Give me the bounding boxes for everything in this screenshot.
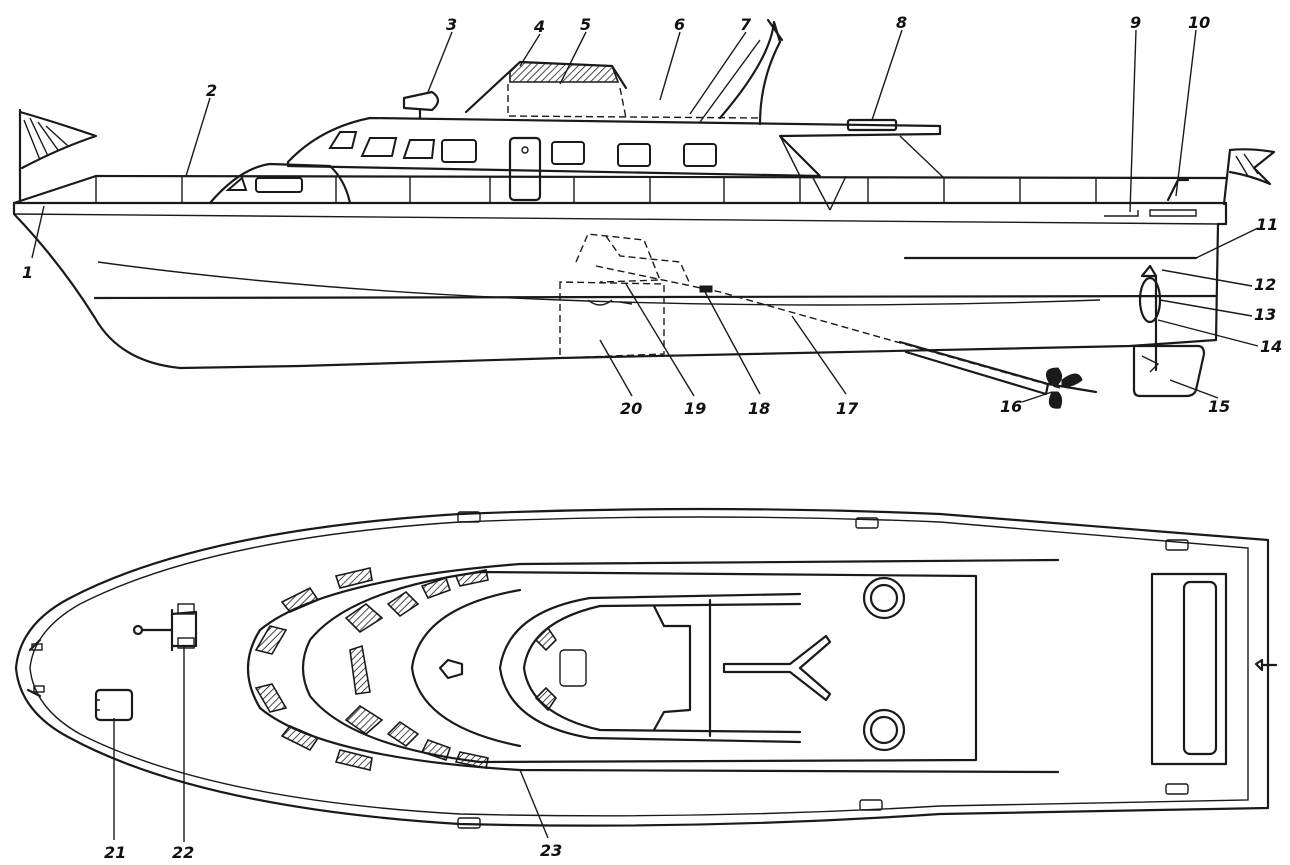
plan-mast [722, 634, 832, 702]
callout-8: 8 [896, 13, 907, 32]
sheer-line [13, 213, 1219, 225]
fore-cabin [208, 162, 352, 205]
cabin-door [508, 136, 542, 202]
radar-mast [718, 20, 782, 126]
callout-7: 7 [740, 15, 752, 34]
rudder [1132, 264, 1206, 398]
spray-line [97, 261, 1101, 306]
chine-line [93, 294, 1218, 300]
vents [862, 576, 906, 752]
callout-16: 16 [1000, 397, 1022, 416]
callout-23: 23 [540, 841, 562, 860]
leader-lines [31, 29, 1259, 842]
engine-dashed [559, 233, 691, 359]
callout-4: 4 [533, 17, 545, 36]
callout-3: 3 [446, 15, 457, 34]
callout-1: 1 [22, 263, 33, 282]
callout-15: 15 [1208, 397, 1230, 416]
stern-flag [1222, 148, 1276, 206]
callout-5: 5 [580, 15, 591, 34]
side-view [12, 18, 1276, 409]
callout-17: 17 [836, 399, 859, 418]
callout-12: 12 [1254, 275, 1276, 294]
callout-13: 13 [1254, 305, 1276, 324]
bow-flag [18, 108, 98, 202]
plan-windows [254, 567, 558, 771]
callout-2: 2 [206, 81, 217, 100]
callout-14: 14 [1260, 337, 1282, 356]
cabin-windows [328, 131, 717, 167]
callout-20: 20 [620, 399, 642, 418]
plan-deck-edge [29, 516, 1249, 817]
forward-hatch [94, 688, 134, 722]
callout-11: 11 [1256, 215, 1278, 234]
aft-hatch [1150, 572, 1228, 766]
propeller-shaft [595, 265, 1098, 409]
plan-hull [14, 507, 1270, 827]
hull-outline [12, 201, 1228, 370]
top-view [14, 507, 1278, 829]
callout-19: 19 [684, 399, 706, 418]
callout-18: 18 [748, 399, 770, 418]
searchlight [402, 90, 440, 120]
callout-6: 6 [674, 15, 685, 34]
cleats [457, 511, 1189, 829]
callout-22: 22 [172, 843, 194, 862]
deck-railing [94, 174, 1228, 203]
anchor-windlass [132, 603, 198, 652]
callout-9: 9 [1130, 13, 1141, 32]
callout-10: 10 [1188, 13, 1210, 32]
callout-labels: 1 2 3 4 5 6 7 8 9 10 11 12 13 14 15 16 1… [22, 13, 1282, 862]
callout-21: 21 [104, 843, 126, 862]
